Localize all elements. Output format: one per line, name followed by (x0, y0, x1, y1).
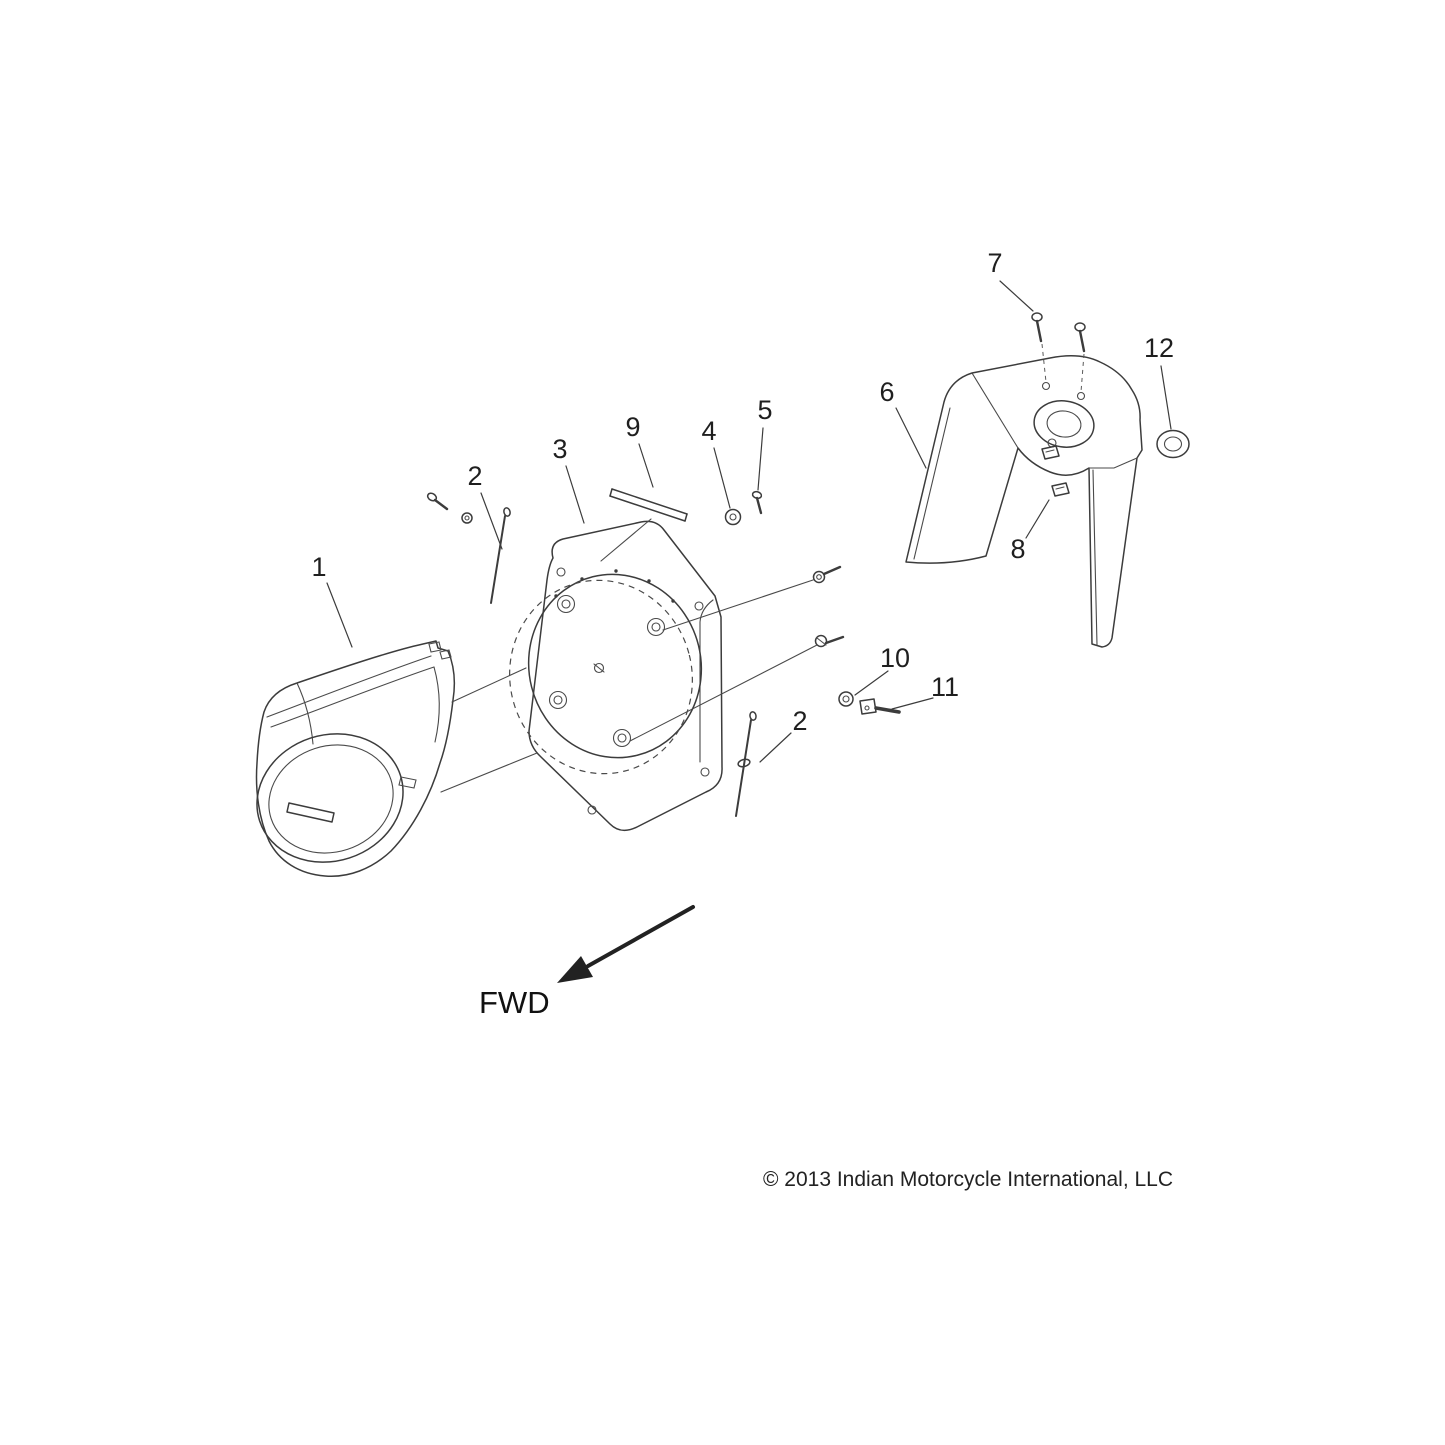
callout-7: 7 (987, 248, 1002, 278)
callout-8: 8 (1010, 534, 1025, 564)
callout-4: 4 (701, 416, 716, 446)
screw-hole-right (1076, 391, 1086, 401)
side-slot (398, 776, 417, 789)
headlight-opening-rim (256, 733, 404, 863)
part-upper-fork-cover (905, 355, 1143, 648)
callout-12: 12 (1144, 333, 1174, 363)
callout-11: 11 (931, 672, 959, 702)
callout-2b: 2 (792, 706, 807, 736)
callout-1: 1 (311, 552, 326, 582)
long-screw-2-lower (735, 711, 757, 817)
gasket-seal (509, 579, 693, 775)
callout-3: 3 (552, 434, 567, 464)
fwd-arrowhead (557, 956, 593, 983)
clips-8 (1041, 445, 1070, 497)
mount-strap (286, 802, 335, 823)
plate-bolts (548, 594, 666, 748)
plate-corner-holes (556, 567, 710, 815)
callout-2a: 2 (467, 461, 482, 491)
washer-4 (724, 508, 742, 526)
callout-6: 6 (879, 377, 894, 407)
part-mount-plate (509, 520, 723, 832)
fwd-arrow (557, 905, 695, 983)
screw-5 (751, 490, 763, 515)
long-screw-2-upper (426, 492, 511, 604)
trim-strip-9 (600, 488, 688, 562)
plate-ring (527, 573, 703, 759)
callout-10: 10 (880, 643, 910, 673)
callout-5: 5 (757, 395, 772, 425)
fwd-label: FWD (479, 985, 550, 1020)
callout-9: 9 (625, 412, 640, 442)
steering-stem-boss (1033, 400, 1095, 448)
bolt-11 (859, 698, 901, 715)
screw-hole-left (1041, 381, 1051, 391)
washer-10 (838, 691, 854, 707)
grommet-12 (1156, 429, 1190, 459)
screws-7 (1031, 312, 1086, 393)
plate-screws-floating (812, 565, 845, 648)
part-headlight-nacelle (255, 640, 456, 878)
copyright-text: © 2013 Indian Motorcycle International, … (763, 1168, 1173, 1191)
alignment-lines (440, 579, 818, 793)
screw-head (1074, 322, 1086, 332)
ring-rivets (554, 569, 675, 603)
leader-lines (326, 280, 1172, 763)
